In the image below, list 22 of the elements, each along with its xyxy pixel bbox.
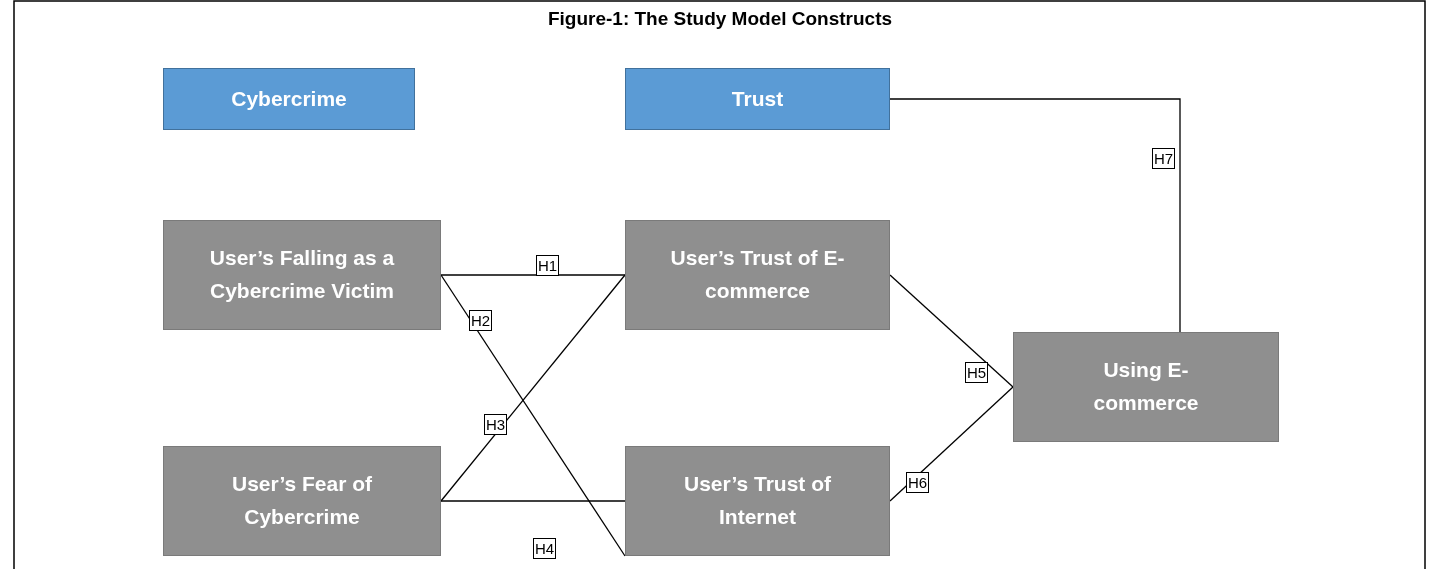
edge-label: H1 — [536, 255, 560, 276]
edge-label: H5 — [965, 362, 989, 383]
edge-label: H7 — [1152, 148, 1176, 169]
edge-label: H3 — [484, 414, 508, 435]
connector-line — [440, 500, 626, 502]
header-box: Cybercrime — [163, 68, 415, 130]
construct-box: User’s Trust of Internet — [625, 446, 890, 556]
connector-line — [889, 386, 1014, 502]
edge-label: H2 — [469, 310, 493, 331]
connector-line — [889, 274, 1014, 388]
figure-title: Figure-1: The Study Model Constructs — [546, 8, 894, 30]
header-box: Trust — [625, 68, 890, 130]
connector-line — [889, 98, 1181, 333]
edge-label: H6 — [906, 472, 930, 493]
connector-line — [440, 274, 626, 276]
edge-label: H4 — [533, 538, 557, 559]
construct-box: User’s Trust of E-commerce — [625, 220, 890, 330]
construct-box: Using E-commerce — [1013, 332, 1279, 442]
connector-line — [440, 274, 626, 502]
connector-line — [440, 274, 626, 557]
construct-box: User’s Fear of Cybercrime — [163, 446, 441, 556]
construct-box: User’s Falling as a Cybercrime Victim — [163, 220, 441, 330]
